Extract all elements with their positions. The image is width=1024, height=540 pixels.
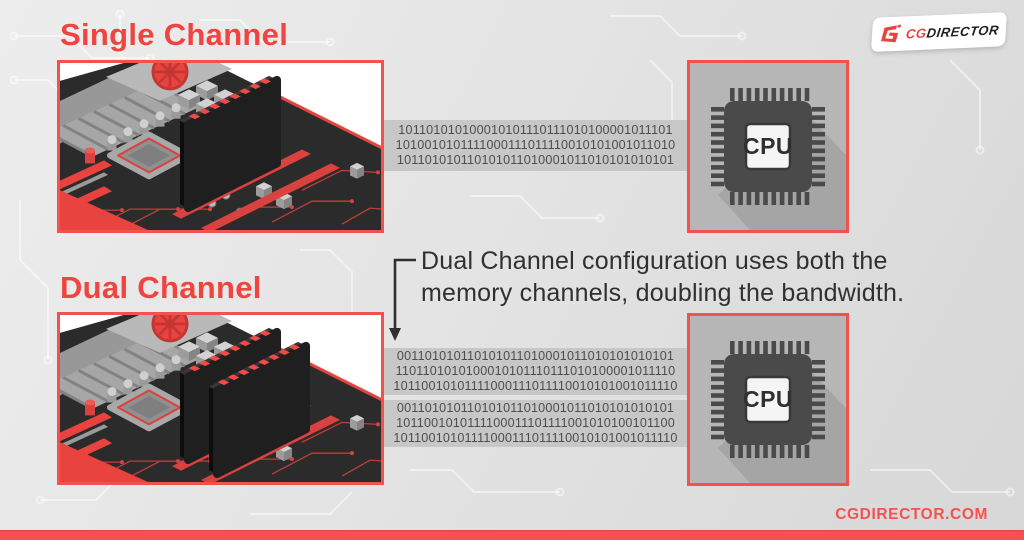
cgdirector-logo-text: CGDIRECTOR bbox=[905, 22, 1000, 41]
motherboard-single-ram-icon bbox=[60, 63, 381, 230]
cpu-chip-icon bbox=[690, 316, 846, 483]
website-url: CGDIRECTOR.COM bbox=[835, 506, 988, 523]
dual-channel-motherboard-image bbox=[57, 312, 384, 485]
annotation-line-1: Dual Channel configuration uses both the bbox=[421, 247, 888, 275]
binary-line: 1010010101111000111011110010101001011010 bbox=[395, 138, 676, 152]
single-channel-motherboard-image bbox=[57, 60, 384, 233]
binary-line: 001101010110101011010001011010101010101 bbox=[396, 349, 675, 363]
binary-line: 101101010110101011010001011010101010101 bbox=[396, 153, 675, 167]
binary-line: 001101010110101011010001011010101010101 bbox=[396, 401, 675, 415]
single-channel-title: Single Channel bbox=[60, 17, 289, 52]
dual-channel-title: Dual Channel bbox=[60, 270, 262, 305]
dual-channel-data-stream-top: 001101010110101011010001011010101010101 … bbox=[384, 348, 687, 395]
binary-line: 101101010100010101110111010100001011101 bbox=[398, 123, 673, 137]
binary-line: 1011001010111100011101111001010100101111… bbox=[393, 431, 678, 445]
single-channel-cpu: CPU bbox=[687, 60, 849, 233]
binary-line: 1011001010111100011101111001010100101100 bbox=[396, 416, 675, 430]
dual-channel-data-stream-bottom: 001101010110101011010001011010101010101 … bbox=[384, 400, 687, 447]
logo-cg-text: CG bbox=[904, 24, 928, 41]
logo-director-text: DIRECTOR bbox=[925, 21, 1001, 41]
cgdirector-logo: CGDIRECTOR bbox=[871, 12, 1007, 52]
cgdirector-logo-g-icon bbox=[880, 24, 902, 43]
annotation-arrow-icon bbox=[389, 258, 416, 341]
binary-line: 1011001010111100011101111001010100101111… bbox=[393, 379, 678, 393]
cpu-chip-icon bbox=[690, 63, 846, 230]
binary-line: 1101101010100010101110111010100001011110 bbox=[395, 364, 676, 378]
motherboard-dual-ram-icon bbox=[60, 315, 381, 482]
dual-channel-annotation: Dual Channel configuration uses both the… bbox=[421, 245, 904, 309]
single-channel-data-stream: 101101010100010101110111010100001011101 … bbox=[384, 120, 687, 171]
bottom-red-bar bbox=[0, 530, 1024, 540]
dual-channel-cpu: CPU bbox=[687, 313, 849, 486]
annotation-line-2: memory channels, doubling the bandwidth. bbox=[421, 279, 905, 307]
